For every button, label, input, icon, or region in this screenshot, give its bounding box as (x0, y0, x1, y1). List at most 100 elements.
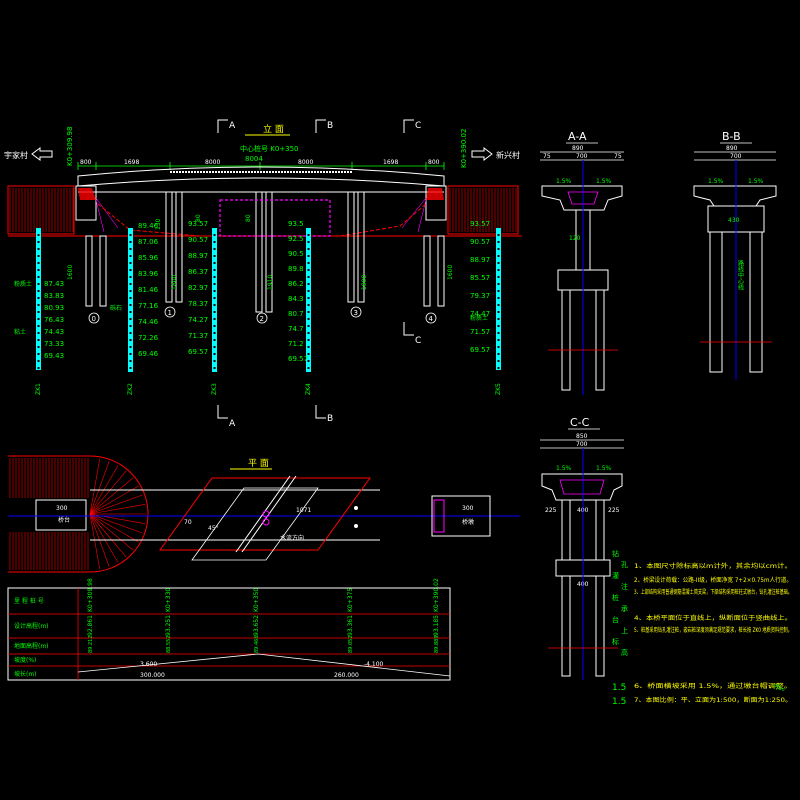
aa-deck-width: 890 (572, 145, 584, 152)
elevation-value: 82.97 (188, 284, 208, 292)
pier-number-1: 1 (168, 309, 172, 317)
table-station: K0+375 (347, 588, 354, 612)
cc-side-left: 225 (545, 507, 557, 514)
bb-centerline-label: 路线中心线 (737, 259, 744, 290)
section-label-a-bottom: A (229, 419, 236, 429)
note-line: 5、桩基采用钻孔灌注桩，嵌岩桩深度须满足规范要求，桩长按 ZK0 地质资料控制。 (634, 626, 792, 634)
total-length: 8004 (245, 155, 263, 163)
section-label-b-top: B (327, 121, 333, 131)
table-station: K0+390.02 (433, 578, 440, 612)
elevation-view: 立 面 A B C A B C 中心桩号 K0+350 8004 K0+309.… (4, 119, 522, 429)
elevation-value: 85.57 (470, 274, 490, 282)
note-line: 2、桥梁设计荷载：公路-II级，桥面净宽 7+2×0.75m人行道。 (634, 576, 792, 584)
aa-girder (541, 185, 623, 211)
elevation-value: 93.57 (188, 220, 208, 228)
plan-abutment-cone (8, 455, 149, 573)
note-num-1: 1.5 (612, 683, 626, 693)
elevation-value: 74.47 (470, 310, 490, 318)
elevation-value: 81.46 (138, 286, 159, 294)
grade-left: 3.600 (140, 661, 157, 668)
note-line: 1、本图尺寸除标高以m计外，其余均以cm计。 (634, 562, 792, 570)
table-row-label: 坡度(%) (14, 656, 36, 664)
elevation-value: 93.57 (470, 220, 490, 228)
plan-dim-300: 300 (56, 505, 68, 512)
plan-label-left: 桥台 (58, 516, 70, 524)
bb-deck-width: 890 (726, 145, 738, 152)
length-right: 260.000 (334, 672, 359, 679)
elevation-value: 87.06 (138, 238, 159, 246)
aa-deck-inner: 700 (576, 153, 588, 160)
note-pct: %。 (774, 683, 790, 692)
section-cc: C-C 850 700 1.5% 1.5% 225 400 225 400 (540, 416, 624, 680)
elevation-value: 86.37 (188, 268, 208, 276)
soil-label-1: 粉质土 (14, 280, 32, 288)
plan-dim-70: 70 (184, 519, 192, 526)
cc-slope-left: 1.5% (556, 465, 572, 472)
elevation-value: 93.5 (288, 220, 304, 228)
note-line: 6、桥面横坡采用 1.5%，通过墩台帽调整。 (634, 682, 792, 690)
table-row-label: 地面高程(m) (14, 642, 49, 650)
section-label-c-top: C (415, 121, 421, 131)
table-row-label: 设计高程(m) (14, 622, 49, 630)
plan-skew-pier-outline (159, 477, 371, 551)
section-aa-title: A-A (568, 130, 587, 143)
elevation-value: 92.5 (288, 235, 304, 243)
elevation-value: 85.96 (138, 254, 159, 262)
elevation-column-3: 93.5790.5788.9786.3782.9778.3774.2771.37… (188, 220, 208, 356)
cap-beam-outline (219, 199, 331, 237)
pier-number-3: 3 (354, 309, 358, 317)
elevation-value: 74.43 (44, 328, 64, 336)
elevation-value: 87.43 (44, 280, 64, 288)
table-station: K0+330 (165, 588, 172, 612)
plan-abutment (35, 499, 87, 531)
borehole-3 (212, 228, 217, 372)
elevation-value: 69.57 (288, 355, 308, 363)
elevation-value: 73.33 (44, 340, 64, 348)
span-small-right: 800 (428, 159, 440, 166)
borehole-2 (128, 228, 133, 372)
plan-flow-label: 水流方向 (280, 534, 304, 542)
village-right: 新兴村 (496, 150, 520, 160)
section-aa: A-A 890 700 75 75 1.5% 1.5% 120 (540, 130, 624, 395)
elevation-value: 69.57 (188, 348, 208, 356)
section-marker-b-top (315, 119, 326, 133)
elevation-value: 90.57 (188, 236, 208, 244)
bridge-deck (77, 166, 445, 187)
elevation-value: 80.93 (44, 304, 64, 312)
elevation-value: 79.37 (470, 292, 490, 300)
notes-side-char: 灌 (612, 571, 619, 580)
soil-label-3: 砾石 (110, 304, 122, 312)
elevation-value: 86.2 (288, 280, 304, 288)
pier-number-0: 0 (92, 315, 96, 323)
section-label-b-bottom: B (327, 414, 333, 424)
table-design-elev: 93.185 (433, 615, 440, 636)
table-station: K0+309.98 (87, 578, 94, 612)
elevation-title: 立 面 (263, 123, 284, 135)
elevation-value: 71.2 (288, 340, 304, 348)
table-row-label: 里 程 桩 号 (14, 597, 44, 605)
center-station: 中心桩号 K0+350 (240, 144, 299, 153)
section-marker-b-bottom (315, 405, 326, 419)
pier-3-column (347, 191, 355, 303)
elevation-value: 90.5 (288, 250, 304, 258)
notes-side-char: 注 (621, 582, 628, 591)
elevation-value: 89.46 (138, 222, 159, 230)
pier-number-2: 2 (260, 315, 264, 323)
notes-side-char: 承 (621, 604, 628, 613)
left-station: K0+309.98 (66, 127, 74, 166)
notes-side-char: 孔 (621, 561, 628, 569)
length-left: 300.000 (140, 672, 165, 679)
elevation-value: 89.8 (288, 265, 304, 273)
table-row-label: 坡长(m) (14, 670, 37, 678)
table-design-elev: 93.652 (253, 615, 260, 636)
elevation-value: 74.46 (138, 318, 159, 326)
aa-dim-120: 120 (569, 235, 581, 242)
bb-slope-right: 1.5% (748, 178, 764, 185)
section-marker-c-top (403, 119, 414, 133)
cc-width: 850 (576, 433, 588, 440)
elevation-value: 71.57 (470, 328, 490, 336)
dim-1600: 1600 (67, 265, 74, 280)
